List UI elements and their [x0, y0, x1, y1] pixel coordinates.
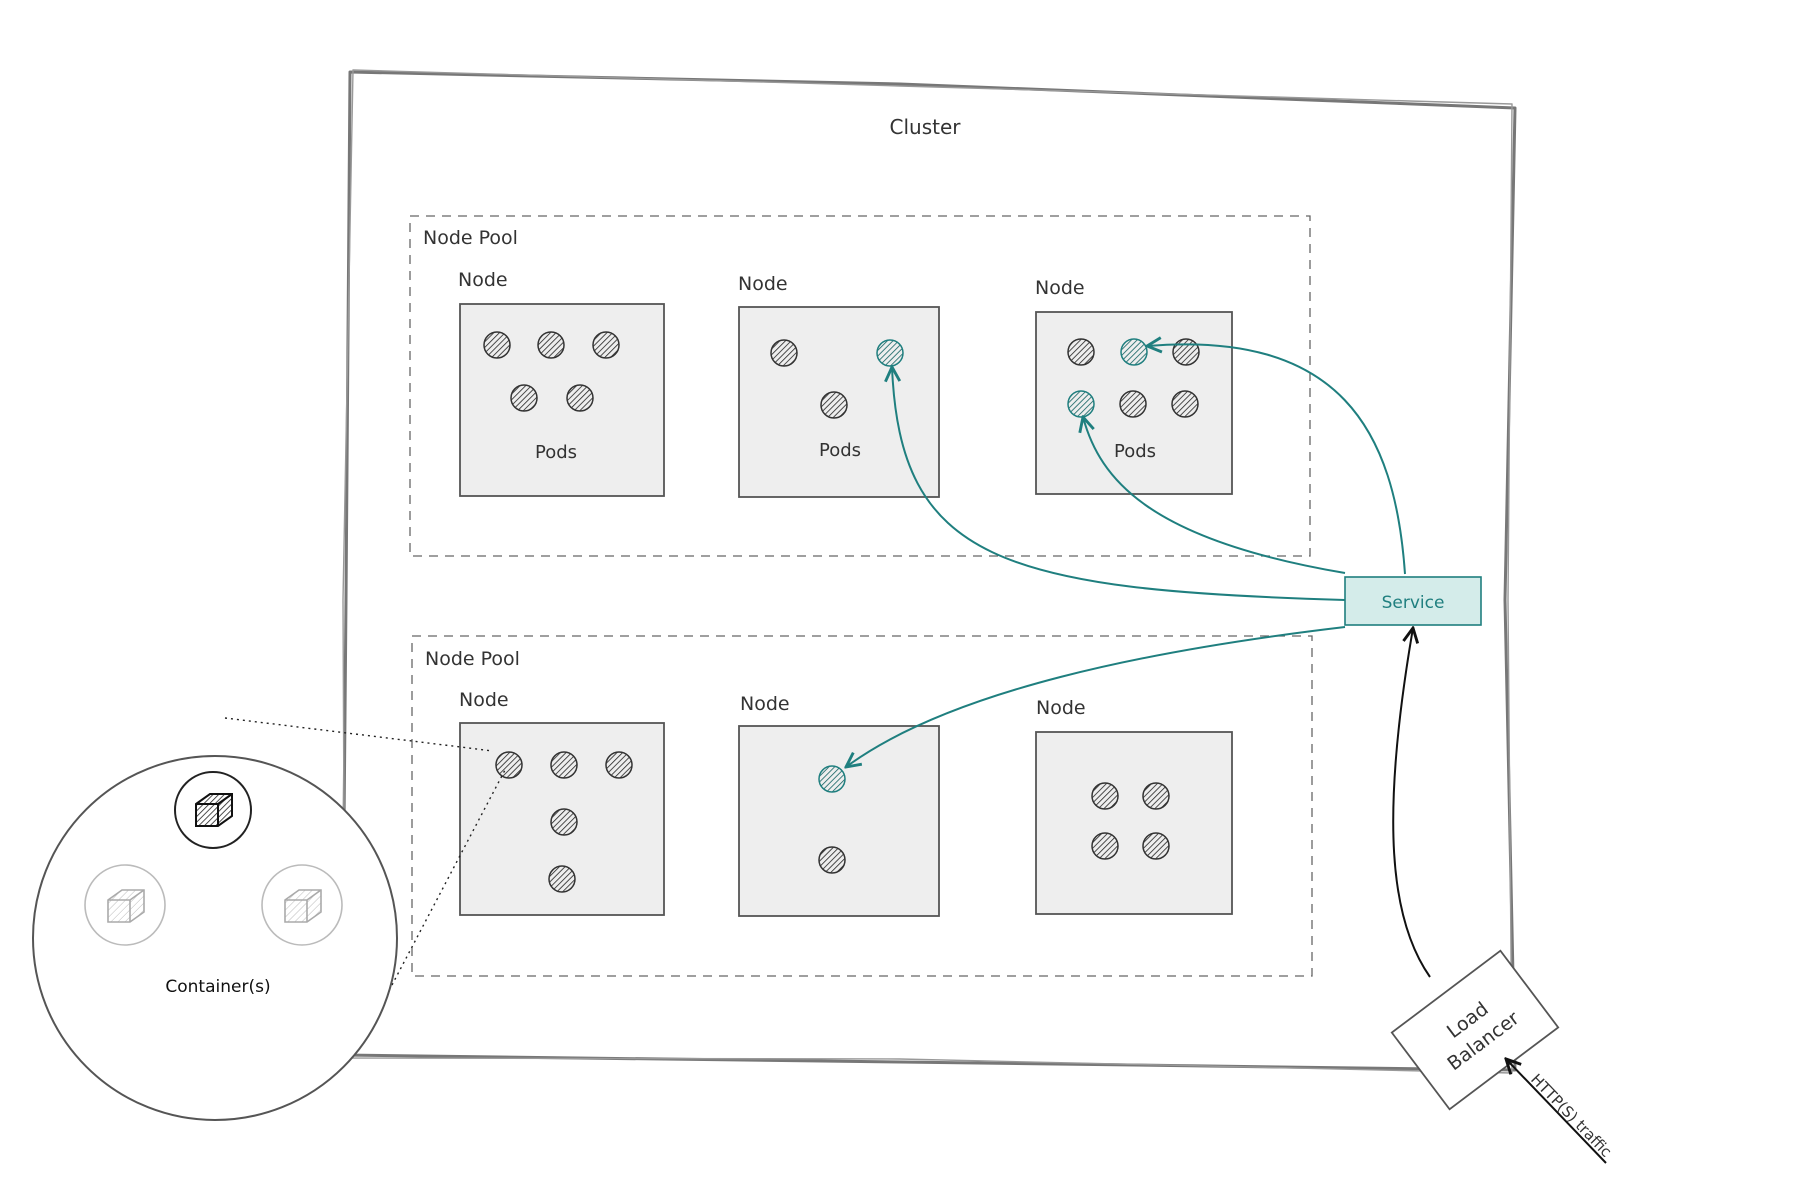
traffic-label: HTTP(S) traffic: [1527, 1070, 1615, 1160]
service-pods-group: [876, 338, 1148, 418]
node-label: Node: [458, 269, 508, 291]
node-box: [1035, 731, 1233, 915]
pods-label: Pods: [1114, 441, 1156, 462]
pod-icon: [1142, 782, 1170, 810]
pod-icon: [592, 331, 620, 359]
pods-group: [495, 751, 1170, 893]
load-balancer: Load Balancer: [1390, 949, 1560, 1111]
pod-icon: [550, 808, 578, 836]
pod-icon: [495, 751, 523, 779]
pod-icon: [1067, 390, 1095, 418]
pod-icon: [820, 391, 848, 419]
node-box: [459, 303, 665, 497]
pod-icon: [1171, 390, 1199, 418]
container-icon: [284, 889, 322, 923]
node-pool-2: [411, 635, 1313, 977]
pod-icon: [510, 384, 538, 412]
service-box: Service: [1344, 576, 1482, 626]
pod-icon: [1120, 338, 1148, 366]
pods-label: Pods: [819, 440, 861, 461]
pod-icon: [770, 339, 798, 367]
cluster-label: Cluster: [890, 115, 962, 139]
node-pool-1: [409, 215, 1311, 557]
service-pods-group: [818, 765, 846, 793]
pod-icon: [605, 751, 633, 779]
pod-icon: [548, 865, 576, 893]
pod-icon: [550, 751, 578, 779]
pod-icon: [1172, 338, 1200, 366]
traffic-arrow: [1506, 1059, 1607, 1164]
node-label: Node: [740, 693, 790, 715]
pod-icon: [818, 765, 846, 793]
node-label: Node: [459, 689, 509, 711]
pod-icon: [566, 384, 594, 412]
node-label: Node: [1035, 277, 1085, 299]
node-label: Node: [1036, 697, 1086, 719]
container-label: Container(s): [165, 977, 270, 997]
node-box: [738, 725, 940, 917]
container-detail-circle: Container(s): [32, 755, 398, 1121]
pod-icon: [876, 339, 904, 367]
pods-group: [483, 331, 1200, 419]
node-pool-1-label: Node Pool: [423, 227, 518, 249]
container-zoom-lines: [224, 717, 506, 986]
pod-icon: [537, 331, 565, 359]
container-icon: [107, 889, 145, 923]
pod-icon: [818, 846, 846, 874]
pods-label: Pods: [535, 442, 577, 463]
pod-icon: [483, 331, 511, 359]
node-label: Node: [738, 273, 788, 295]
container-icon: [195, 793, 233, 827]
lb-to-service-arrow: [1392, 628, 1431, 978]
pod-icon: [1119, 390, 1147, 418]
pod-icon: [1142, 832, 1170, 860]
pod-icon: [1067, 338, 1095, 366]
pod-icon: [1091, 782, 1119, 810]
service-routes: [846, 344, 1406, 767]
node-pool-2-label: Node Pool: [425, 648, 520, 670]
pod-icon: [1091, 832, 1119, 860]
service-label: Service: [1382, 593, 1445, 613]
